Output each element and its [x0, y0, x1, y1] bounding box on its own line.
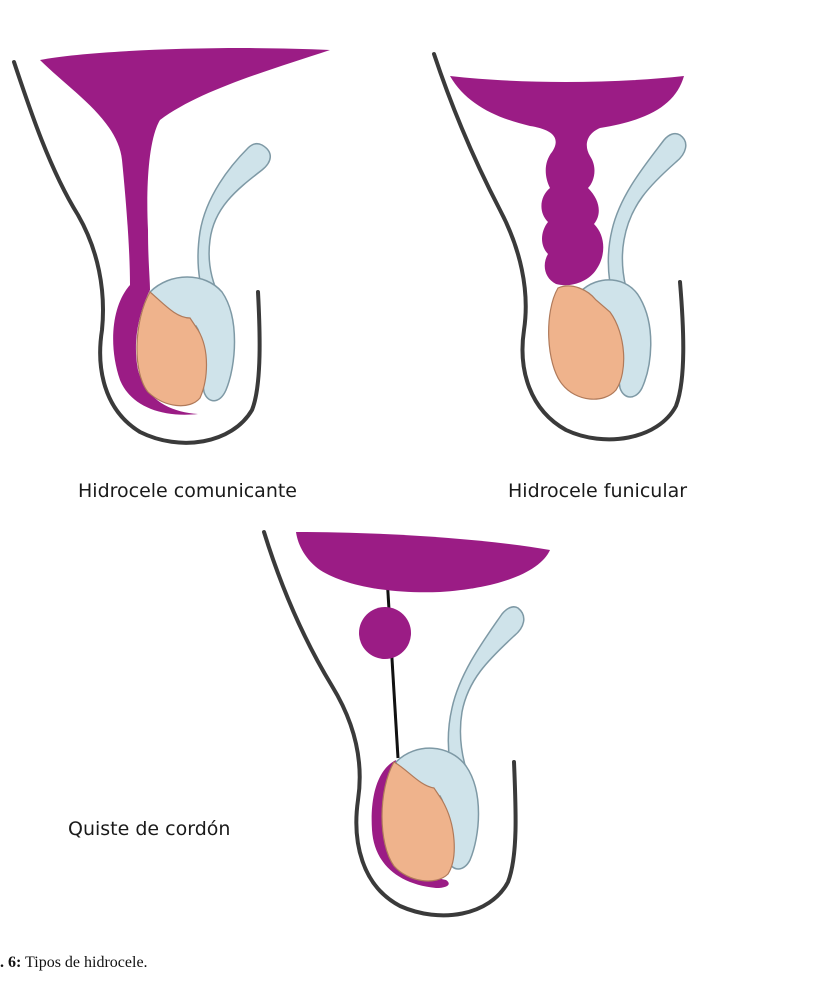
label-cord-cyst: Quiste de cordón [68, 818, 231, 840]
hydrocele-fluid-1 [40, 48, 330, 415]
spermatic-cord-2 [607, 132, 687, 303]
scrotal-outline-2 [432, 52, 686, 442]
testis-3 [381, 761, 455, 882]
diagram-funicular-hydrocele [432, 52, 687, 442]
processus-vaginalis-line [384, 559, 400, 759]
label-funicular-hydrocele: Hidrocele funicular [508, 480, 688, 502]
caption-prefix: . 6: [0, 954, 22, 971]
spermatic-cord-1 [197, 143, 271, 301]
hydrocele-fluid-2 [450, 76, 684, 286]
diagram-cord-cyst [262, 530, 550, 918]
testis-1 [136, 291, 208, 407]
diagram-communicating-hydrocele [12, 48, 330, 445]
label-communicating-hydrocele: Hidrocele comunicante [78, 480, 298, 502]
peritoneal-fluid-3 [296, 532, 550, 593]
scrotal-outline-1 [12, 60, 262, 445]
testis-2 [548, 285, 625, 400]
cord-cyst [359, 607, 411, 659]
caption-text: Tipos de hidrocele. [21, 954, 148, 971]
scrotal-outline-3 [262, 530, 518, 918]
spermatic-cord-3 [447, 606, 525, 783]
figure-caption: . 6: Tipos de hidrocele. [0, 954, 148, 972]
